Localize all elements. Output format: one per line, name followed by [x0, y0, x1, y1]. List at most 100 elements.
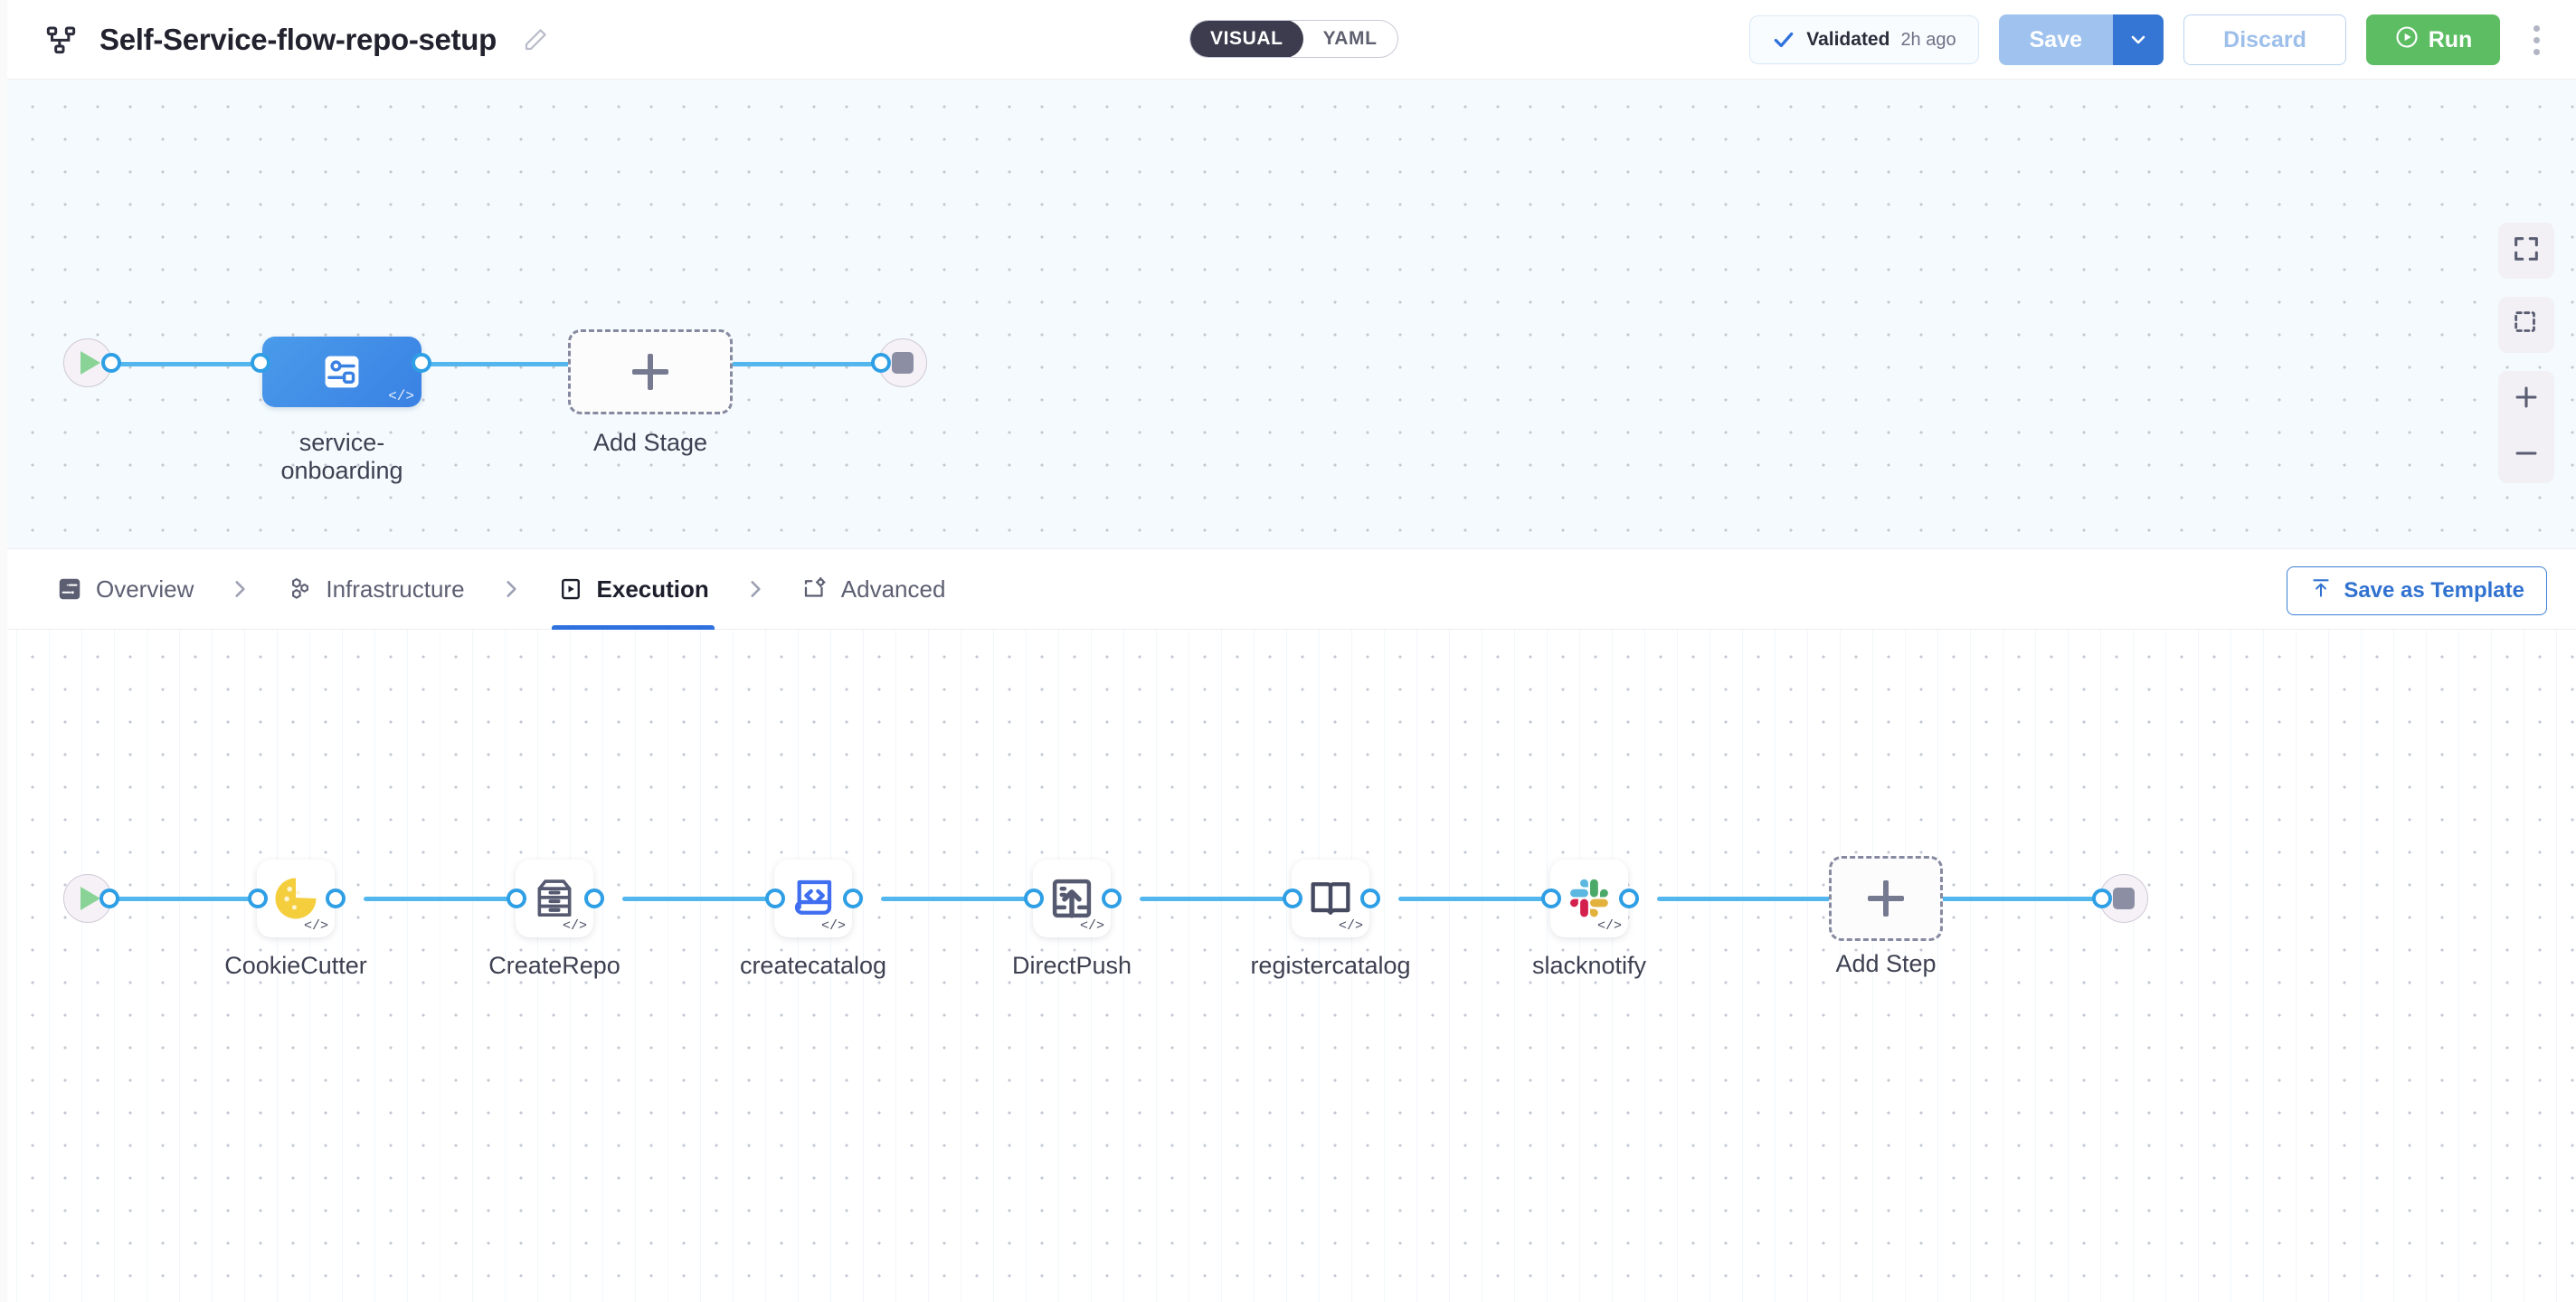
tab-infrastructure[interactable]: Infrastructure	[280, 548, 469, 630]
plus-icon	[2511, 382, 2542, 417]
add-step-button[interactable]	[1829, 856, 1943, 941]
check-icon	[1772, 28, 1795, 52]
code-document-icon	[789, 874, 838, 923]
step-label-registercatalog: registercatalog	[1250, 952, 1411, 979]
zoom-in-button[interactable]	[2498, 371, 2554, 427]
port-step3-out[interactable]	[843, 889, 863, 908]
save-button-group[interactable]: Save	[1998, 14, 2164, 65]
open-book-icon	[1306, 874, 1355, 923]
step-node-registercatalog[interactable]: </>	[1292, 860, 1369, 937]
port-step6-in[interactable]	[1541, 889, 1561, 908]
play-circle-icon	[2394, 24, 2420, 56]
stop-icon	[892, 352, 914, 374]
push-upload-icon	[1047, 874, 1096, 923]
page-title: Self-Service-flow-repo-setup	[99, 22, 497, 56]
execution-steps-canvas[interactable]: </> CookieCutter </> CreateRepo	[7, 630, 2576, 1302]
code-badge: </>	[562, 918, 587, 934]
step-node-createcatalog[interactable]: </>	[774, 860, 852, 937]
port-start-out[interactable]	[101, 353, 121, 373]
service-deployment-icon	[318, 348, 365, 395]
port-step4-in[interactable]	[1024, 889, 1044, 908]
tab-advanced[interactable]: Advanced	[796, 548, 952, 630]
edge-addstep-to-end	[1941, 897, 2104, 901]
port-step6-out[interactable]	[1619, 889, 1639, 908]
upload-template-icon	[2309, 576, 2333, 606]
code-badge: </>	[1338, 918, 1363, 934]
cookie-icon	[271, 874, 320, 923]
validated-time: 2h ago	[1900, 29, 1956, 50]
tab-overview-label: Overview	[96, 575, 194, 603]
repository-drawers-icon	[530, 874, 579, 923]
plus-icon	[632, 354, 668, 390]
status-badge[interactable]: Validated 2h ago	[1749, 15, 1979, 64]
port-step4-out[interactable]	[1102, 889, 1122, 908]
step-node-directpush[interactable]: </>	[1033, 860, 1111, 937]
tab-overview[interactable]: Overview	[51, 548, 199, 630]
marquee-select-icon	[2511, 308, 2542, 343]
port-step5-out[interactable]	[1360, 889, 1380, 908]
tab-execution-label: Execution	[596, 575, 709, 603]
port-exec-start-out[interactable]	[99, 889, 119, 908]
fit-to-screen-button[interactable]	[2498, 223, 2554, 279]
select-area-button[interactable]	[2498, 297, 2554, 353]
slack-icon	[1565, 874, 1614, 923]
edge-step2-to-step3	[622, 897, 783, 901]
code-badge: </>	[820, 918, 846, 934]
step-node-slacknotify[interactable]: </>	[1550, 860, 1628, 937]
step-label-directpush: DirectPush	[1011, 952, 1132, 979]
app-header: Self-Service-flow-repo-setup VISUAL YAML…	[7, 0, 2576, 80]
stage-node-service-onboarding[interactable]: </>	[262, 337, 421, 407]
add-stage-button[interactable]	[568, 329, 733, 414]
stop-icon	[2113, 888, 2135, 909]
save-as-template-button[interactable]: Save as Template	[2287, 566, 2547, 615]
validated-label: Validated	[1806, 29, 1890, 50]
header-actions: Validated 2h ago Save Discard	[1749, 0, 2552, 80]
stage-canvas[interactable]: </> service- onboarding Add Stage	[7, 80, 2576, 548]
port-end-in[interactable]	[871, 353, 891, 373]
port-step2-in[interactable]	[507, 889, 526, 908]
step-label-slacknotify: slacknotify	[1531, 952, 1647, 979]
port-exec-end-in[interactable]	[2092, 889, 2112, 908]
run-label: Run	[2428, 26, 2473, 52]
port-stage-out[interactable]	[412, 353, 431, 373]
port-step5-in[interactable]	[1283, 889, 1302, 908]
tab-infrastructure-label: Infrastructure	[326, 575, 465, 603]
chevron-right-icon-3	[715, 577, 796, 601]
execution-icon	[557, 575, 584, 603]
port-step3-in[interactable]	[765, 889, 785, 908]
mode-toggle[interactable]: VISUAL YAML	[1189, 20, 1398, 58]
edge-step5-to-step6	[1398, 897, 1559, 901]
code-badge: </>	[1079, 918, 1104, 934]
run-button[interactable]: Run	[2366, 14, 2500, 65]
save-as-template-label: Save as Template	[2344, 578, 2524, 603]
chevron-down-icon[interactable]	[2113, 14, 2164, 65]
port-step2-out[interactable]	[584, 889, 604, 908]
toggle-yaml[interactable]: YAML	[1322, 28, 1378, 49]
save-button[interactable]: Save	[1998, 14, 2113, 65]
edge-step4-to-step5	[1140, 897, 1301, 901]
toggle-visual[interactable]: VISUAL	[1190, 21, 1303, 57]
tab-list: Overview Infrastructure	[7, 548, 951, 630]
canvas-controls	[2498, 223, 2554, 483]
fit-screen-icon	[2511, 233, 2542, 269]
add-step-label: Add Step	[1835, 950, 1937, 977]
discard-button[interactable]: Discard	[2183, 14, 2346, 65]
pipeline-end-node[interactable]	[878, 338, 927, 387]
overview-icon	[56, 575, 83, 603]
port-stage-in[interactable]	[251, 353, 270, 373]
edge-start-to-step1	[105, 897, 277, 901]
step-node-createrepo[interactable]: </>	[516, 860, 593, 937]
execution-end-node[interactable]	[2099, 874, 2148, 923]
port-step1-out[interactable]	[326, 889, 346, 908]
tab-execution[interactable]: Execution	[551, 548, 715, 630]
zoom-out-button[interactable]	[2498, 427, 2554, 483]
pencil-icon[interactable]	[522, 26, 549, 53]
minus-icon	[2511, 438, 2542, 473]
edge-addstage-to-end	[731, 362, 883, 366]
pipeline-icon	[45, 24, 81, 56]
step-node-cookiecutter[interactable]: </>	[257, 860, 335, 937]
port-step1-in[interactable]	[248, 889, 268, 908]
add-stage-label: Add Stage	[592, 429, 708, 456]
kebab-menu-icon[interactable]	[2520, 14, 2552, 65]
